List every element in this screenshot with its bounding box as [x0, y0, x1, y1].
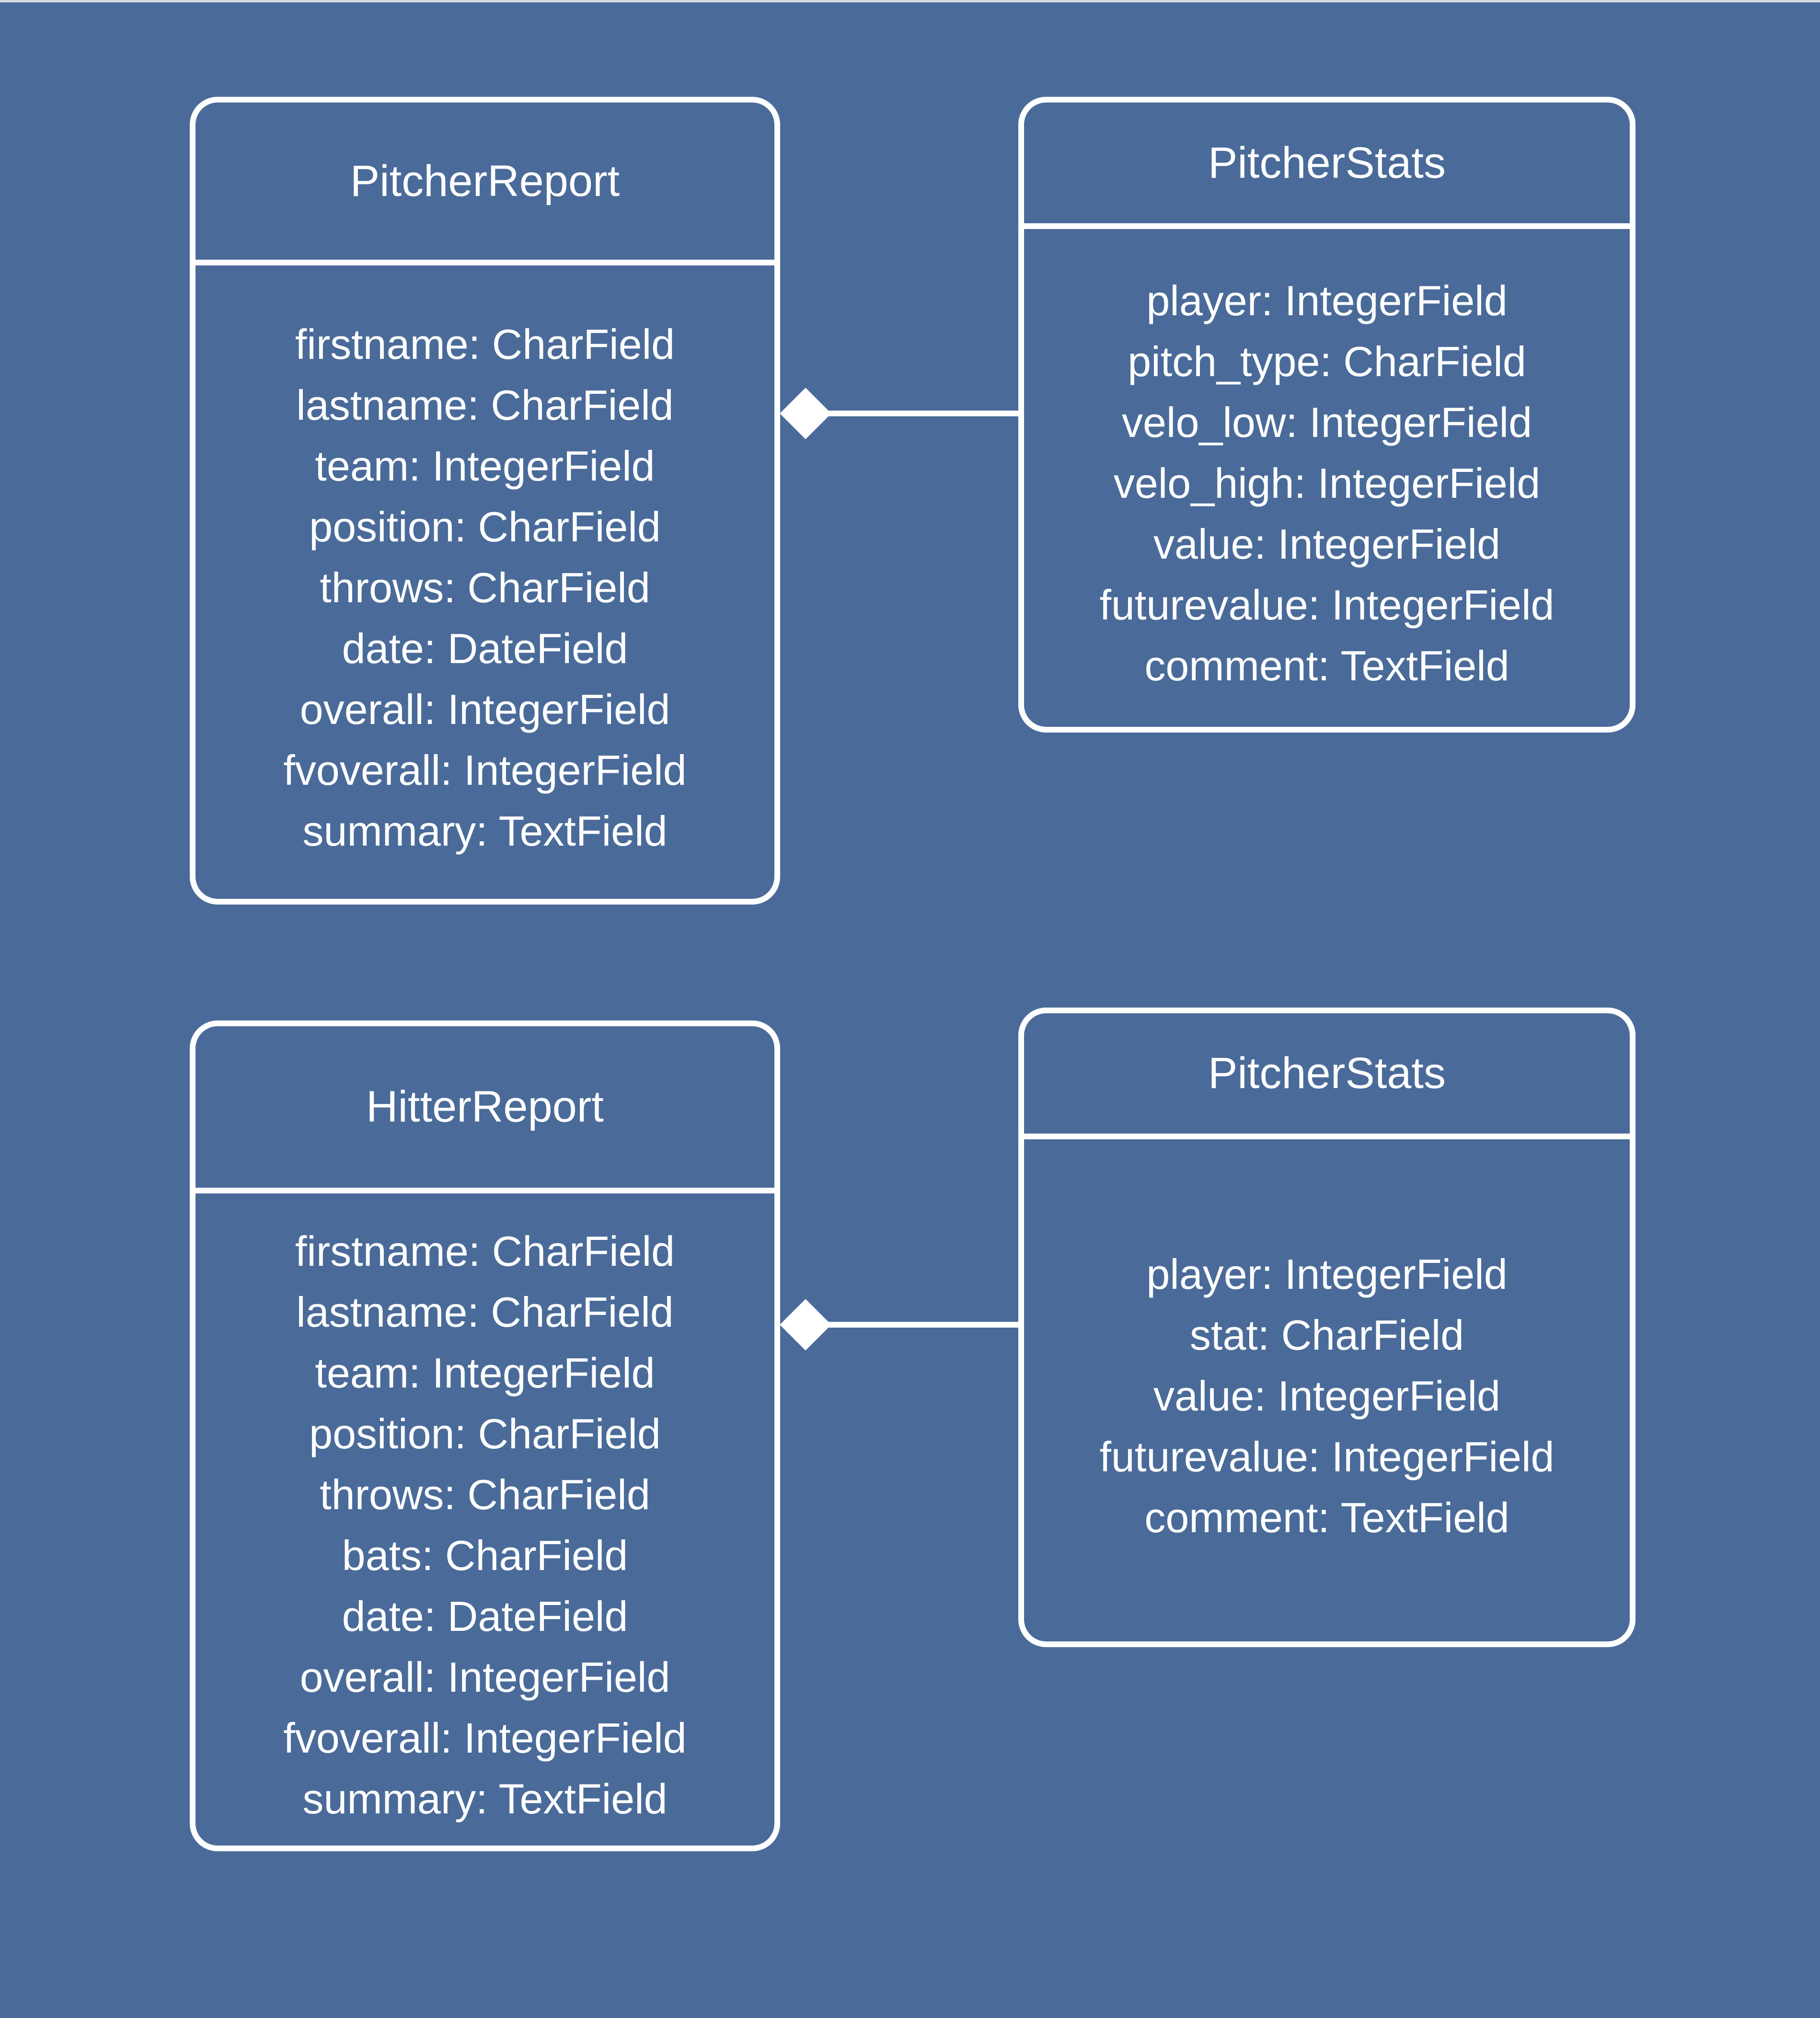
entity-field: comment: TextField: [1144, 642, 1509, 689]
entity-field: lastname: CharField: [296, 381, 674, 429]
entity-field: overall: IntegerField: [299, 685, 670, 733]
entity-field: firstname: CharField: [295, 1227, 675, 1275]
relation-line: [815, 411, 1021, 416]
entity-pitcher-report[interactable]: PitcherReport firstname: CharField lastn…: [190, 97, 780, 905]
entity-hitter-report[interactable]: HitterReport firstname: CharField lastna…: [190, 1020, 780, 1851]
entity-field: pitch_type: CharField: [1128, 338, 1526, 385]
entity-hitter-report-fields: firstname: CharField lastname: CharField…: [196, 1193, 774, 1846]
entity-field: value: IntegerField: [1153, 520, 1500, 568]
entity-hitter-report-header: HitterReport: [196, 1026, 774, 1193]
entity-field: lastname: CharField: [296, 1288, 674, 1336]
entity-field: team: IntegerField: [315, 1349, 655, 1397]
entity-title: HitterReport: [366, 1082, 604, 1131]
entity-field: throws: CharField: [320, 563, 650, 611]
entity-field: futurevalue: IntegerField: [1099, 1433, 1555, 1480]
entity-field: position: CharField: [309, 1410, 661, 1457]
entity-field: summary: TextField: [302, 1775, 668, 1823]
entity-field: futurevalue: IntegerField: [1099, 581, 1555, 629]
entity-field: date: DateField: [342, 624, 628, 672]
entity-hitter-stats-header: PitcherStats: [1024, 1013, 1630, 1139]
aggregation-diamond-icon: [780, 388, 831, 439]
entity-field: fvoverall: IntegerField: [283, 1714, 687, 1762]
entity-field: value: IntegerField: [1153, 1372, 1500, 1420]
entity-field: stat: CharField: [1189, 1311, 1464, 1359]
entity-field: comment: TextField: [1144, 1493, 1509, 1541]
entity-title: PitcherReport: [350, 156, 620, 206]
top-edge-strip: [0, 0, 1820, 2]
entity-field: position: CharField: [309, 503, 661, 550]
entity-field: fvoverall: IntegerField: [283, 746, 687, 794]
entity-field: velo_high: IntegerField: [1113, 459, 1541, 507]
entity-field: date: DateField: [342, 1592, 628, 1640]
entity-pitcher-stats-top[interactable]: PitcherStats player: IntegerField pitch_…: [1018, 97, 1636, 733]
entity-pitcher-report-fields: firstname: CharField lastname: CharField…: [196, 265, 774, 899]
entity-field: player: IntegerField: [1146, 277, 1508, 324]
entity-pitcher-report-header: PitcherReport: [196, 103, 774, 265]
entity-field: throws: CharField: [320, 1470, 650, 1518]
entity-field: bats: CharField: [342, 1531, 628, 1579]
entity-hitter-stats-fields: player: IntegerField stat: CharField val…: [1024, 1139, 1630, 1641]
entity-title: PitcherStats: [1208, 138, 1446, 187]
entity-field: velo_low: IntegerField: [1121, 399, 1532, 446]
entity-pitcher-stats-top-header: PitcherStats: [1024, 103, 1630, 229]
aggregation-diamond-icon: [780, 1299, 831, 1351]
entity-field: overall: IntegerField: [299, 1653, 670, 1701]
entity-hitter-stats[interactable]: PitcherStats player: IntegerField stat: …: [1018, 1008, 1636, 1647]
entity-field: firstname: CharField: [295, 320, 675, 368]
entity-field: summary: TextField: [302, 807, 668, 855]
entity-field: team: IntegerField: [315, 442, 655, 490]
entity-title: PitcherStats: [1208, 1049, 1446, 1098]
entity-pitcher-stats-top-fields: player: IntegerField pitch_type: CharFie…: [1024, 229, 1630, 727]
entity-field: player: IntegerField: [1146, 1250, 1508, 1298]
relation-line: [815, 1322, 1021, 1328]
